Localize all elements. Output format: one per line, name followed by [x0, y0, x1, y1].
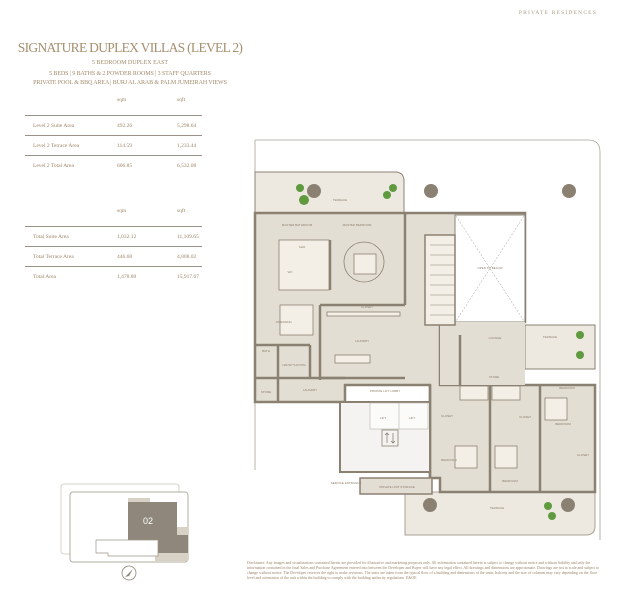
- up-down-arrows-icon: [384, 432, 396, 444]
- col-header-sqft: sqft: [177, 208, 186, 214]
- col-header-sqm: sqm: [117, 208, 127, 214]
- room-label: LIFT: [409, 416, 415, 420]
- key-plan: 02: [60, 483, 189, 581]
- room-label: MASTER BEDROOM: [343, 223, 372, 227]
- room-label: CLOSET: [441, 414, 453, 418]
- room-label: OPEN TO BELOW: [477, 266, 502, 270]
- room-label: WC: [288, 270, 294, 274]
- lift-arrows-icon: [381, 429, 399, 447]
- col-header-sqft: sqft: [177, 97, 186, 103]
- room-label: DRESSING: [276, 320, 292, 324]
- features-line-2: PRIVATE POOL & BBQ AREA | BURJ AL ARAB &…: [33, 80, 227, 86]
- room-label: BEDROOM: [559, 386, 575, 390]
- room-label: STORE: [261, 390, 271, 394]
- disclaimer: Disclaimer: Any images and visualization…: [247, 561, 600, 580]
- room-label: STORE: [489, 375, 499, 379]
- room-label: CLOSET: [519, 415, 531, 419]
- room-label: MASTER BATHROOM: [282, 223, 313, 227]
- room-label: BEDROOM: [441, 458, 457, 462]
- room-label: SHO: [299, 245, 306, 249]
- room-label: LAUNDRY: [303, 388, 317, 392]
- col-header-sqm: sqm: [117, 97, 127, 103]
- room-label: CLOSET: [577, 453, 589, 457]
- room-label: NANNY'S ROOM: [282, 363, 306, 367]
- room-label: LOUNGE: [489, 336, 502, 340]
- terrace-top: [254, 171, 405, 214]
- brand-label: PRIVATE RESIDENCES: [518, 10, 597, 16]
- room-label: TERRACE: [543, 335, 557, 339]
- room-label: LIFT: [380, 416, 386, 420]
- room-label: PRIVATE LIFT LOBBY: [370, 389, 400, 393]
- features-line-1: 5 BEDS | 9 BATHS & 2 POWDER ROOMS | 3 ST…: [49, 71, 211, 77]
- room-label: TERRACE: [333, 198, 347, 202]
- room-label: LAUNDRY: [355, 339, 369, 343]
- north-arrow-icon: [121, 565, 137, 581]
- room-label: PRIVATE UNIT STORAGE: [379, 485, 415, 489]
- page-title: SIGNATURE DUPLEX VILLAS (LEVEL 2): [17, 40, 243, 55]
- room-label: BATH: [262, 349, 270, 353]
- room-label: TERRACE: [490, 506, 504, 510]
- key-plan-unit-label: 02: [143, 516, 153, 526]
- room-label: BEDROOM: [502, 479, 518, 483]
- subtitle: 5 BEDROOM DUPLEX EAST: [91, 60, 169, 66]
- terrace-right: [524, 324, 596, 370]
- room-label: CLOSET: [361, 305, 373, 309]
- floor-plan: TERRACE MASTER BATHROOM MASTER BEDROOM S…: [253, 139, 601, 540]
- room-label: SERVICE ENTRANCE: [331, 481, 361, 485]
- room-label: BEDROOM: [555, 422, 571, 426]
